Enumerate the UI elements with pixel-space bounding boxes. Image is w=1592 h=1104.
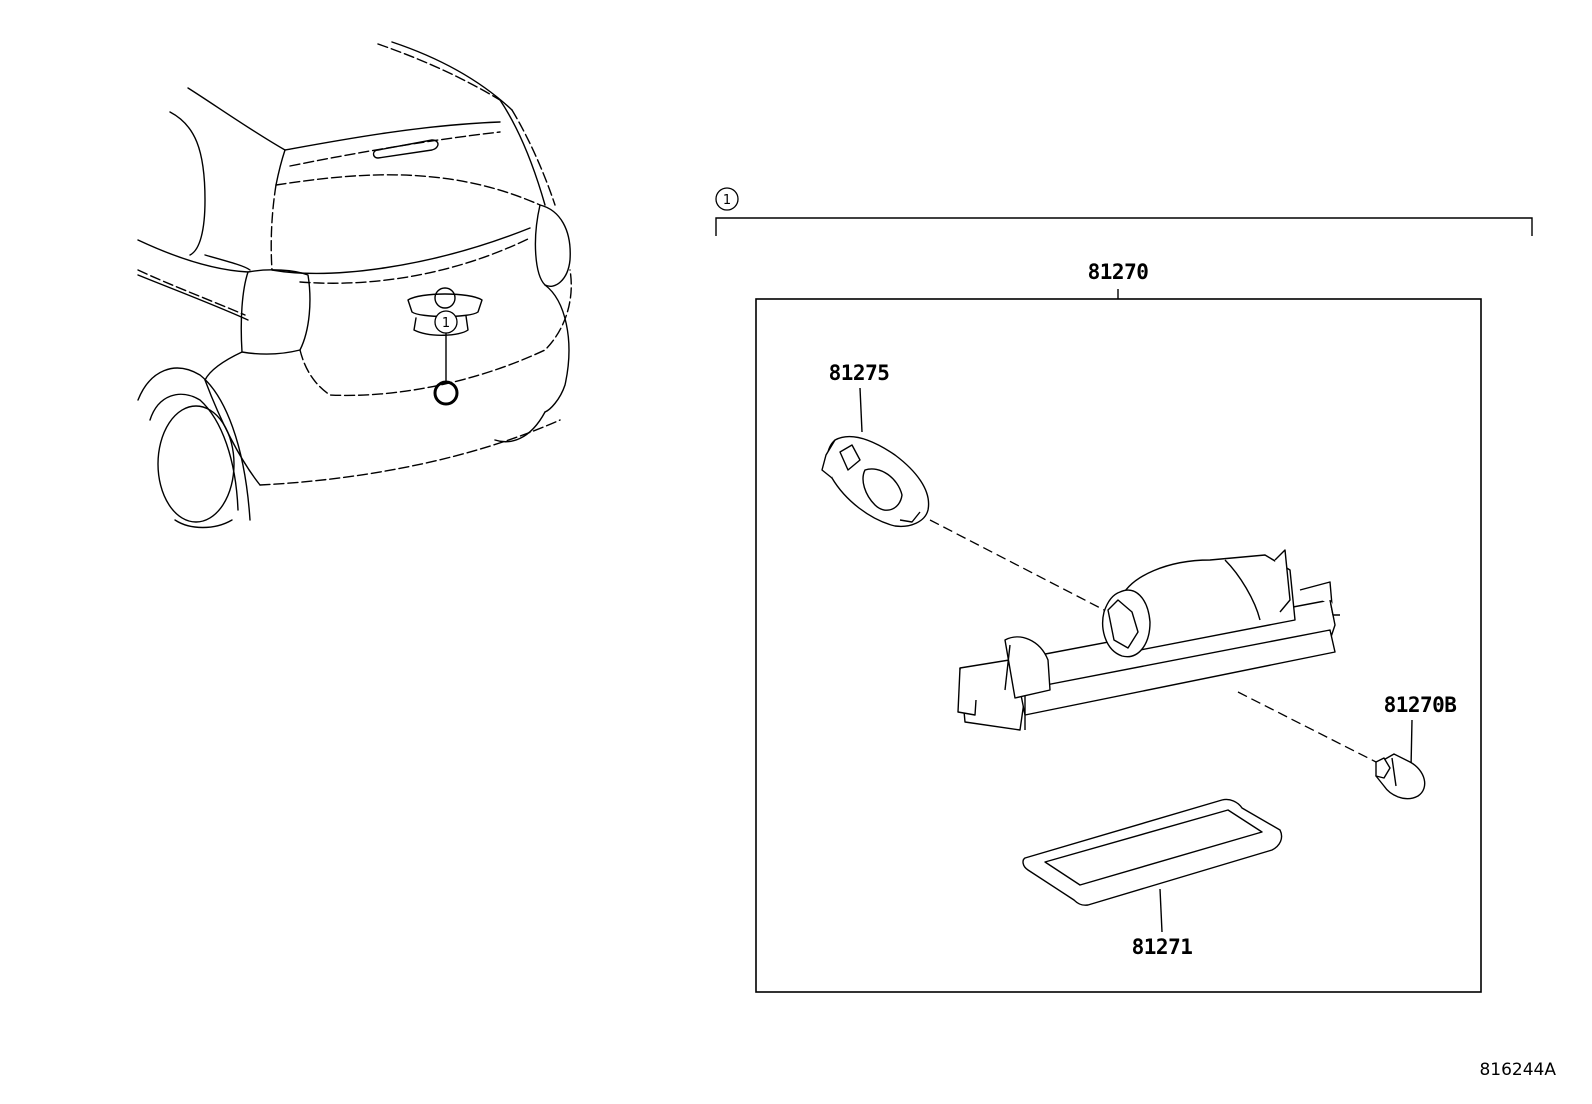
socket-assembly-line: [929, 519, 1109, 613]
group-bracket: 1: [715, 187, 1533, 236]
bulb-part: 81270B: [1375, 693, 1457, 800]
drawing-code: 816244A: [1479, 1060, 1556, 1080]
lens-part: 81271: [1022, 798, 1283, 959]
vehicle-callout: 1: [433, 310, 459, 406]
part-label-81271: 81271: [1132, 935, 1193, 959]
group-callout-number: 1: [723, 193, 731, 208]
part-label-81270: 81270: [1088, 260, 1149, 284]
socket-part: 81275: [821, 361, 930, 528]
lamp-housing: [957, 549, 1340, 731]
part-label-81270b: 81270B: [1384, 693, 1457, 717]
vehicle-callout-number: 1: [442, 316, 450, 331]
assembly-box: 81270: [755, 260, 1482, 993]
vehicle-rear-illustration: [137, 41, 572, 529]
bulb-assembly-line: [1237, 691, 1377, 763]
license-lamp-location-marker: [433, 380, 459, 406]
part-label-81275: 81275: [829, 361, 890, 385]
